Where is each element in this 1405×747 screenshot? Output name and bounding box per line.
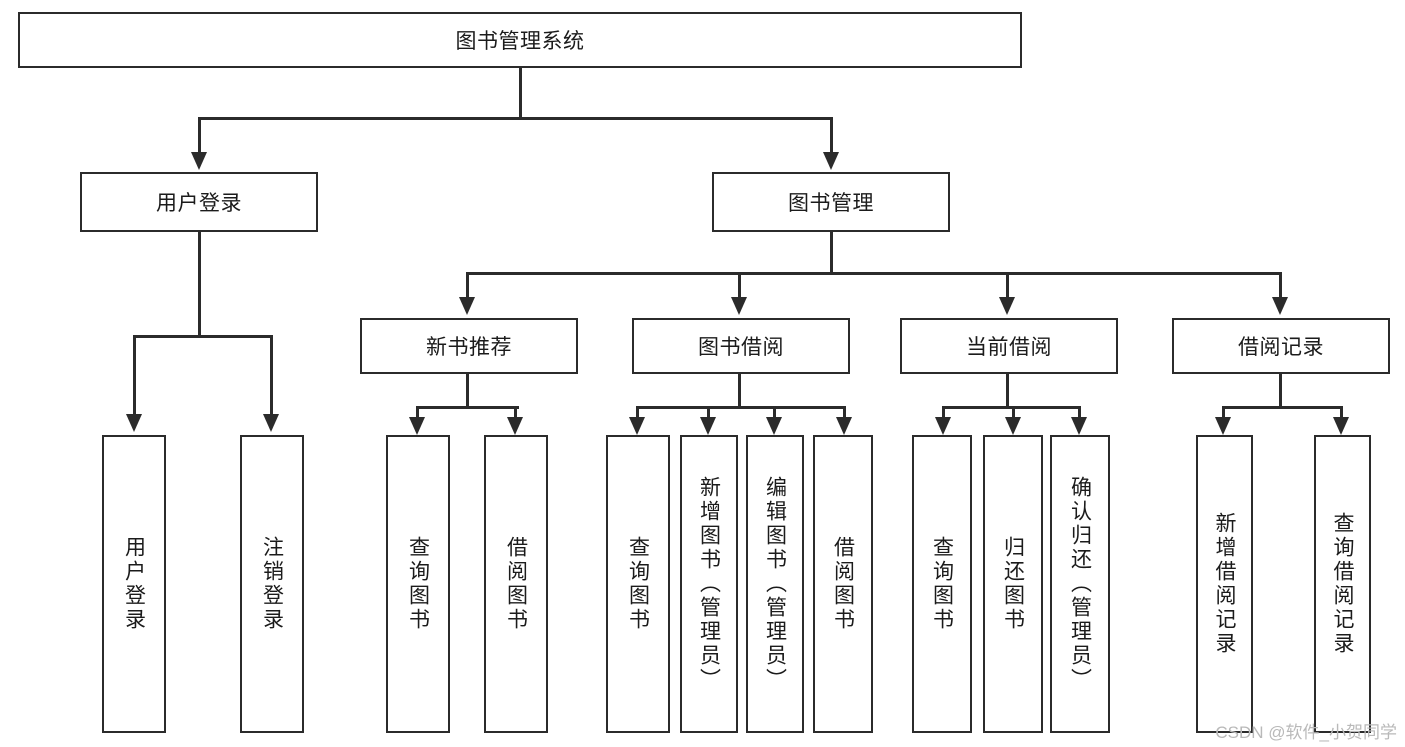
arrowhead-bookmgmt-to-borrow xyxy=(731,297,747,315)
leaf-borrow-book-newbooks-label: 借阅图书 xyxy=(504,536,528,632)
arrowhead-root-to-login xyxy=(191,152,207,170)
connector-login-to-leaf2 xyxy=(270,335,273,417)
leaf-return-book[interactable]: 归还图书 xyxy=(983,435,1043,733)
arrowhead-current-to-leaf2 xyxy=(1005,417,1021,435)
arrowhead-bookmgmt-to-newbooks xyxy=(459,297,475,315)
leaf-logout-label: 注销登录 xyxy=(260,536,284,632)
connector-borrow-to-leaf3 xyxy=(773,406,776,420)
node-book-management[interactable]: 图书管理 xyxy=(712,172,950,232)
connector-newbooks-to-leaf1 xyxy=(416,406,419,420)
connector-records-to-leaf2 xyxy=(1340,406,1343,420)
connector-current-to-leaf2 xyxy=(1012,406,1015,420)
node-borrow-records[interactable]: 借阅记录 xyxy=(1172,318,1390,374)
connector-newbooks-bus xyxy=(416,406,519,409)
leaf-query-book-borrow[interactable]: 查询图书 xyxy=(606,435,670,733)
connector-login-stem xyxy=(198,232,201,335)
arrowhead-borrow-to-leaf2 xyxy=(700,417,716,435)
arrowhead-newbooks-to-leaf1 xyxy=(409,417,425,435)
arrowhead-bookmgmt-to-current xyxy=(999,297,1015,315)
arrowhead-root-to-bookmgmt xyxy=(823,152,839,170)
connector-records-bus xyxy=(1222,406,1342,409)
arrowhead-login-to-leaf1 xyxy=(126,414,142,432)
connector-current-to-leaf1 xyxy=(942,406,945,420)
leaf-query-book-newbooks[interactable]: 查询图书 xyxy=(386,435,450,733)
arrowhead-current-to-leaf1 xyxy=(935,417,951,435)
leaf-edit-book-admin-label: 编辑图书（管理员） xyxy=(763,476,787,692)
connector-records-stem xyxy=(1279,374,1282,406)
node-user-login[interactable]: 用户登录 xyxy=(80,172,318,232)
node-book-borrow[interactable]: 图书借阅 xyxy=(632,318,850,374)
arrowhead-current-to-leaf3 xyxy=(1071,417,1087,435)
leaf-add-book-admin[interactable]: 新增图书（管理员） xyxy=(680,435,738,733)
leaf-query-borrow-record[interactable]: 查询借阅记录 xyxy=(1314,435,1371,733)
leaf-borrow-book-borrow[interactable]: 借阅图书 xyxy=(813,435,873,733)
leaf-user-login[interactable]: 用户登录 xyxy=(102,435,166,733)
leaf-confirm-return-admin-label: 确认归还（管理员） xyxy=(1068,476,1092,692)
node-new-book-recommend[interactable]: 新书推荐 xyxy=(360,318,578,374)
arrowhead-borrow-to-leaf3 xyxy=(766,417,782,435)
leaf-query-book-current-label: 查询图书 xyxy=(930,536,954,632)
connector-current-bus xyxy=(942,406,1081,409)
arrowhead-records-to-leaf1 xyxy=(1215,417,1231,435)
leaf-query-book-current[interactable]: 查询图书 xyxy=(912,435,972,733)
node-current-borrow-label: 当前借阅 xyxy=(966,336,1052,359)
node-root-label: 图书管理系统 xyxy=(455,30,585,53)
connector-login-bus xyxy=(133,335,273,338)
connector-root-stem xyxy=(519,68,522,117)
leaf-query-book-newbooks-label: 查询图书 xyxy=(406,536,430,632)
node-current-borrow[interactable]: 当前借阅 xyxy=(900,318,1118,374)
connector-borrow-stem xyxy=(738,374,741,406)
connector-root-bus xyxy=(198,117,832,120)
leaf-add-book-admin-label: 新增图书（管理员） xyxy=(697,476,721,692)
connector-borrow-to-leaf4 xyxy=(843,406,846,420)
leaf-add-borrow-record-label: 新增借阅记录 xyxy=(1213,512,1236,656)
node-book-management-label: 图书管理 xyxy=(788,192,874,215)
arrowhead-bookmgmt-to-records xyxy=(1272,297,1288,315)
connector-bookmgmt-to-borrow xyxy=(738,272,741,300)
arrowhead-borrow-to-leaf1 xyxy=(629,417,645,435)
connector-newbooks-to-leaf2 xyxy=(514,406,517,420)
arrowhead-login-to-leaf2 xyxy=(263,414,279,432)
csdn-watermark: CSDN @软件_小贺同学 xyxy=(1215,723,1397,742)
connector-borrow-to-leaf2 xyxy=(707,406,710,420)
connector-records-to-leaf1 xyxy=(1222,406,1225,420)
connector-bookmgmt-to-records xyxy=(1279,272,1282,300)
leaf-return-book-label: 归还图书 xyxy=(1001,536,1025,632)
leaf-query-book-borrow-label: 查询图书 xyxy=(626,536,650,632)
connector-bookmgmt-to-current xyxy=(1006,272,1009,300)
leaf-borrow-book-newbooks[interactable]: 借阅图书 xyxy=(484,435,548,733)
connector-root-to-bookmgmt xyxy=(830,117,833,157)
connector-current-to-leaf3 xyxy=(1078,406,1081,420)
node-root[interactable]: 图书管理系统 xyxy=(18,12,1022,68)
leaf-add-borrow-record[interactable]: 新增借阅记录 xyxy=(1196,435,1253,733)
connector-newbooks-stem xyxy=(466,374,469,406)
arrowhead-records-to-leaf2 xyxy=(1333,417,1349,435)
connector-current-stem xyxy=(1006,374,1009,406)
arrowhead-borrow-to-leaf4 xyxy=(836,417,852,435)
node-borrow-records-label: 借阅记录 xyxy=(1238,336,1324,359)
connector-root-to-login xyxy=(198,117,201,157)
leaf-edit-book-admin[interactable]: 编辑图书（管理员） xyxy=(746,435,804,733)
arrowhead-newbooks-to-leaf2 xyxy=(507,417,523,435)
node-user-login-label: 用户登录 xyxy=(156,192,242,215)
node-new-book-recommend-label: 新书推荐 xyxy=(426,336,512,359)
connector-bookmgmt-to-newbooks xyxy=(466,272,469,300)
leaf-confirm-return-admin[interactable]: 确认归还（管理员） xyxy=(1050,435,1110,733)
connector-borrow-to-leaf1 xyxy=(636,406,639,420)
connector-borrow-bus xyxy=(636,406,846,409)
leaf-borrow-book-borrow-label: 借阅图书 xyxy=(831,536,855,632)
leaf-query-borrow-record-label: 查询借阅记录 xyxy=(1331,512,1354,656)
leaf-user-login-label: 用户登录 xyxy=(122,536,146,632)
connector-bookmgmt-stem xyxy=(830,232,833,272)
node-book-borrow-label: 图书借阅 xyxy=(698,336,784,359)
connector-login-to-leaf1 xyxy=(133,335,136,417)
leaf-logout[interactable]: 注销登录 xyxy=(240,435,304,733)
connector-bookmgmt-bus xyxy=(466,272,1282,275)
